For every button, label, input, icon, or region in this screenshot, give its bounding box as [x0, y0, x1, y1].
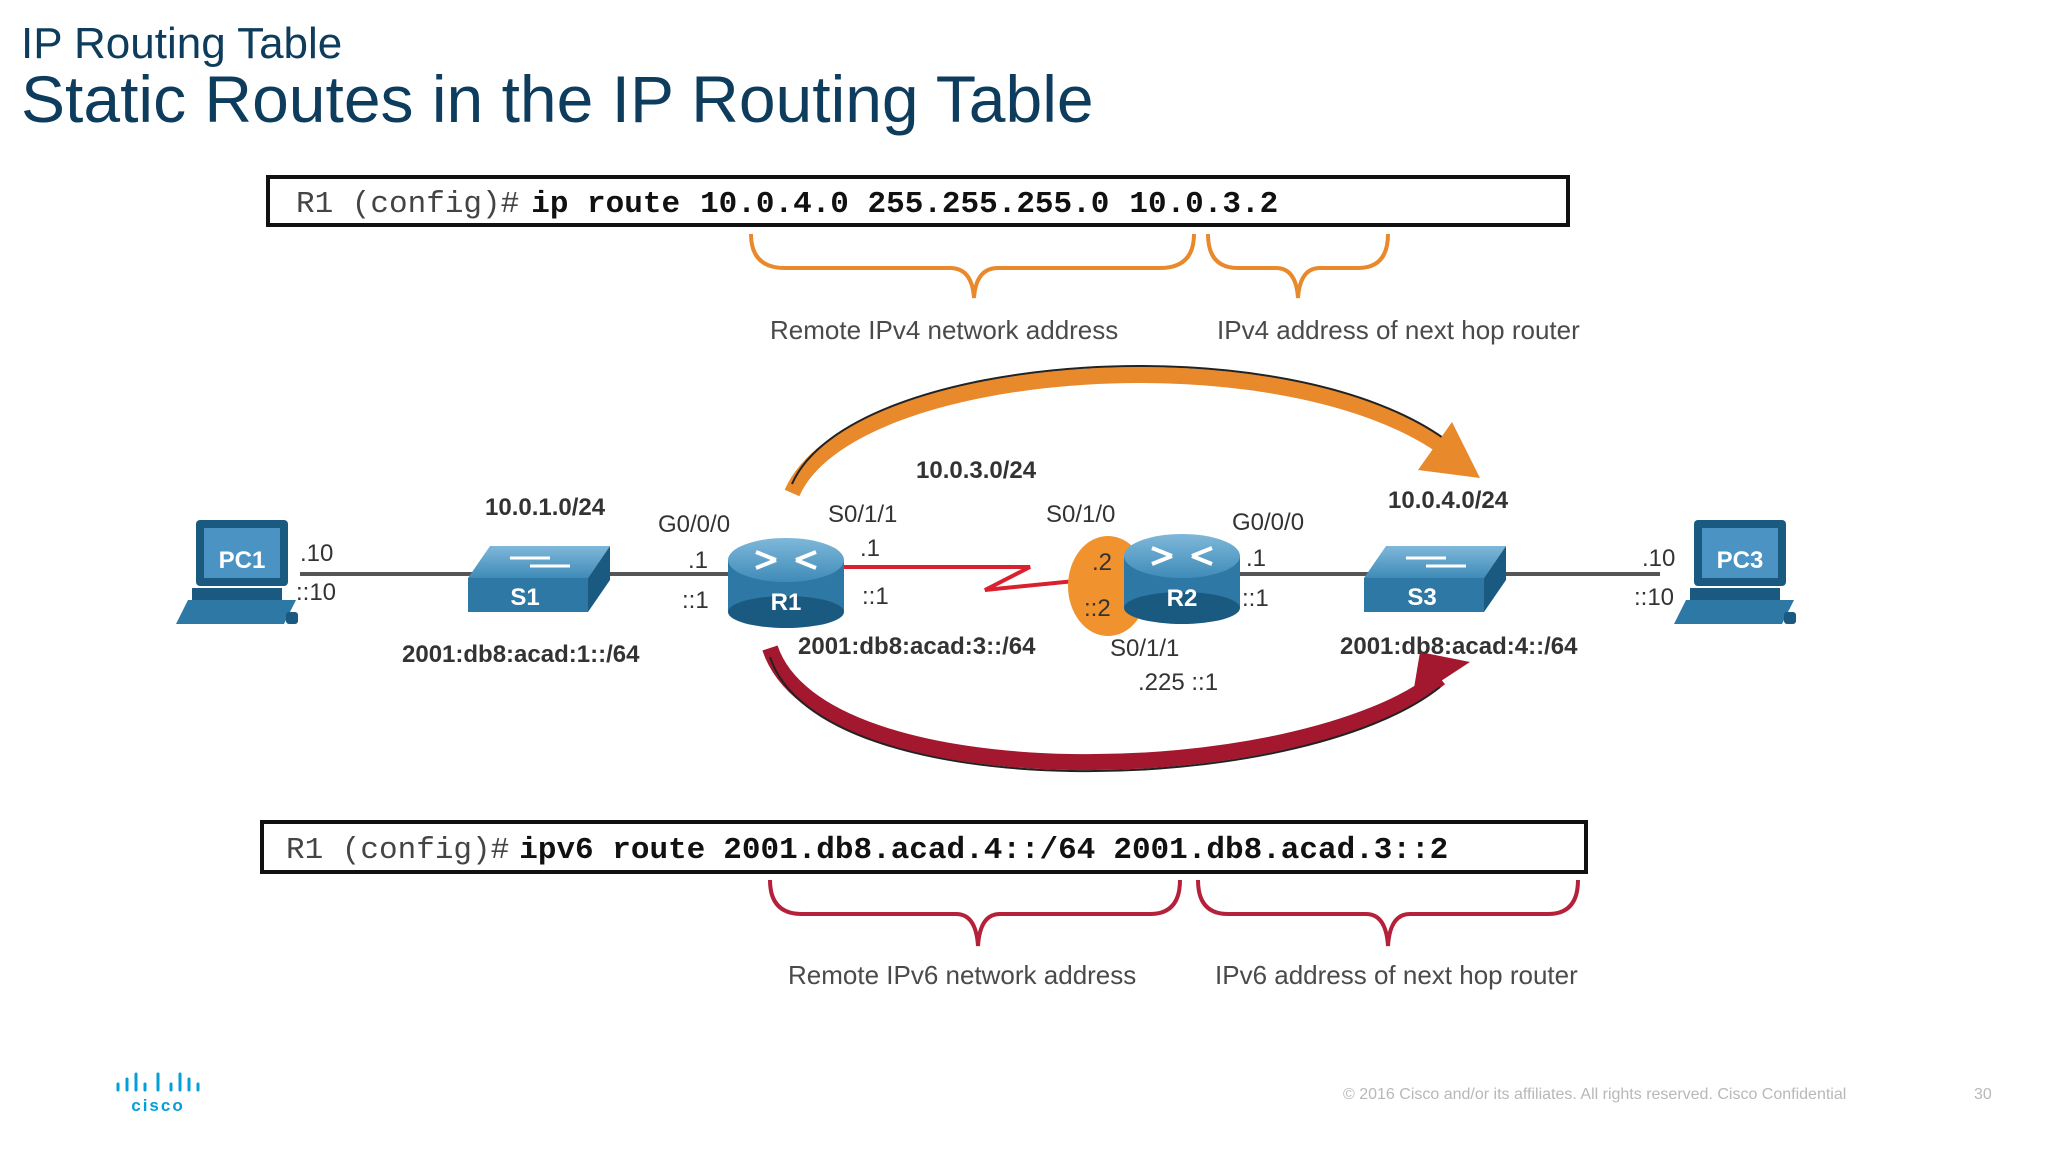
r2-s010-name: S0/1/0 — [1046, 501, 1115, 528]
ipv4-command-box: R1 (config)# ip route 10.0.4.0 255.255.255… — [266, 175, 1570, 227]
r1-g000-ipv6: ::1 — [682, 587, 709, 614]
r1-s011-ipv6: ::1 — [862, 583, 889, 610]
r2-g000-name: G0/0/0 — [1232, 509, 1304, 536]
ipv4-next-hop: 10.0.3.2 — [1129, 187, 1278, 222]
ipv6-prompt: R1 (config)# — [286, 833, 509, 868]
r1-g000-ipv4: .1 — [688, 547, 708, 574]
wan-ipv6: 2001:db8:acad:3::/64 — [798, 633, 1036, 660]
pc3-ipv6: ::10 — [1634, 584, 1674, 611]
wan-ipv4: 10.0.3.0/24 — [916, 457, 1037, 484]
r2-name: R2 — [1167, 585, 1198, 612]
r2-g000-ipv4: .1 — [1246, 545, 1266, 572]
pc3-icon: PC3 — [1674, 520, 1796, 624]
r2-g000-ipv6: ::1 — [1242, 585, 1269, 612]
ipv6-braces — [768, 879, 1580, 947]
r2-router-icon: R2 — [1124, 534, 1240, 624]
ipv4-next-hop-brace — [1206, 233, 1390, 299]
slide-title: Static Routes in the IP Routing Table — [21, 62, 1094, 136]
ipv4-network-label: Remote IPv4 network address — [770, 315, 1118, 345]
ipv4-network-brace — [749, 233, 1196, 299]
pc1-icon: PC1 — [176, 520, 298, 624]
pc1-ipv4: .10 — [300, 540, 333, 567]
s1-switch-icon: S1 — [468, 546, 610, 612]
s1-name: S1 — [510, 584, 539, 611]
r1-router-icon: R1 — [728, 538, 844, 628]
cisco-logo: cisco — [116, 1072, 200, 1114]
ipv4-keyword: ip route — [531, 187, 680, 222]
r1-s011-ipv4: .1 — [860, 535, 880, 562]
ipv6-network-label: Remote IPv6 network address — [788, 960, 1136, 990]
r1-g000-name: G0/0/0 — [658, 511, 730, 538]
ipv6-network-brace — [768, 879, 1182, 947]
r2-s011-name: S0/1/1 — [1110, 635, 1179, 662]
ipv6-route-arrow — [762, 645, 1470, 773]
s3-switch-icon: S3 — [1364, 546, 1506, 612]
ipv6-next-hop-brace — [1196, 879, 1580, 947]
lan4-ipv4: 10.0.4.0/24 — [1388, 487, 1509, 514]
pc3-ipv4: .10 — [1642, 545, 1675, 572]
r2-s011-addr: .225 ::1 — [1138, 669, 1218, 696]
pc3-name: PC3 — [1717, 547, 1764, 574]
cisco-logo-text: cisco — [131, 1096, 184, 1114]
r1-s011-name: S0/1/1 — [828, 501, 897, 528]
ipv4-next-hop-label: IPv4 address of next hop router — [1217, 315, 1580, 345]
lan4-ipv6: 2001:db8:acad:4::/64 — [1340, 633, 1578, 660]
ipv6-network: 2001.db8.acad.4::/64 — [723, 833, 1095, 868]
pc1-name: PC1 — [219, 547, 266, 574]
page-number: 30 — [1974, 1086, 1992, 1103]
r2-s010-ipv4: .2 — [1092, 549, 1112, 576]
ipv4-network: 10.0.4.0 255.255.255.0 — [700, 187, 1109, 222]
ipv6-keyword: ipv6 route — [519, 833, 705, 868]
lan1-ipv4: 10.0.1.0/24 — [485, 494, 606, 521]
pc1-ipv6: ::10 — [296, 579, 336, 606]
ipv6-next-hop-label: IPv6 address of next hop router — [1215, 960, 1578, 990]
ipv4-route-arrow — [784, 365, 1480, 497]
ipv6-command-text: R1 (config)# ipv6 route 2001.db8.acad.4::/… — [286, 833, 1448, 868]
s3-name: S3 — [1407, 584, 1436, 611]
section-kicker: IP Routing Table — [21, 19, 343, 68]
ipv4-command-text: R1 (config)# ip route 10.0.4.0 255.255.255… — [296, 187, 1278, 222]
ipv6-command-box: R1 (config)# ipv6 route 2001.db8.acad.4::/… — [260, 820, 1588, 874]
r1-name: R1 — [771, 589, 802, 616]
lan1-ipv6: 2001:db8:acad:1::/64 — [402, 641, 640, 668]
r2-s010-ipv6: ::2 — [1084, 595, 1111, 622]
ipv6-next-hop: 2001.db8.acad.3::2 — [1113, 833, 1448, 868]
ipv4-prompt: R1 (config)# — [296, 187, 519, 222]
ipv4-braces — [749, 233, 1390, 299]
footer-copyright: © 2016 Cisco and/or its affiliates. All … — [1343, 1086, 1847, 1103]
